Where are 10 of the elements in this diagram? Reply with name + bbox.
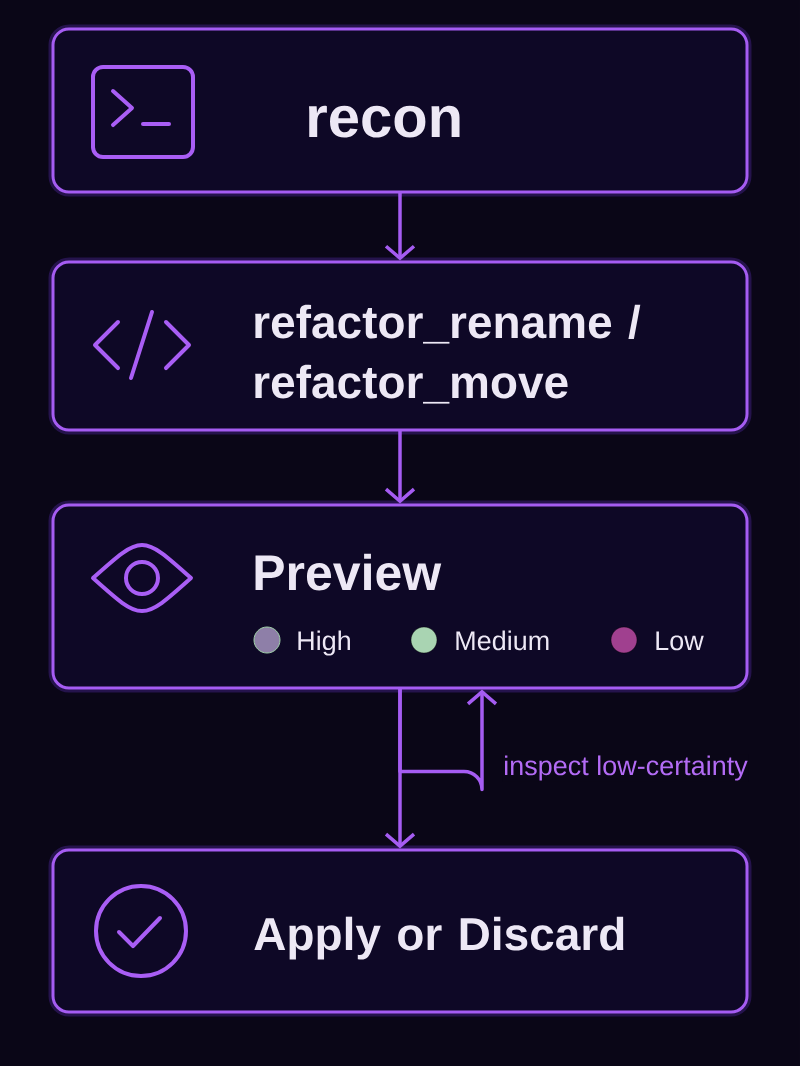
process-box: Apply or Discard xyxy=(48,845,752,1017)
legend-label: Low xyxy=(656,631,704,651)
process-box: refactor_rename / refactor_move xyxy=(48,257,752,435)
legend-label: Medium xyxy=(456,630,549,651)
legend-label: High xyxy=(298,630,350,656)
arrow xyxy=(384,429,416,504)
arrow xyxy=(398,687,498,792)
edge-label: inspect low-certainty xyxy=(502,754,749,782)
process-box: recon xyxy=(48,24,752,197)
arrow xyxy=(384,191,416,261)
